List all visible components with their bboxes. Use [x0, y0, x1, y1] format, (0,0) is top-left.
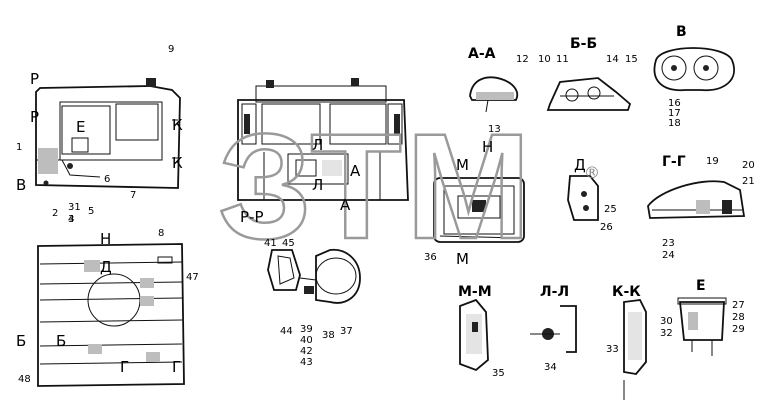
callout-label-43: 43 [300, 357, 313, 368]
callout-label-35: 35 [492, 368, 505, 379]
callout-label-4: 4 [68, 214, 74, 225]
callout-label-36: 36 [424, 252, 437, 263]
cab-side-view [35, 78, 181, 189]
callout-label-17: 17 [668, 108, 681, 119]
callout-label-33: 33 [606, 344, 619, 355]
callout-label-8: 8 [158, 228, 164, 239]
callout-label-a2: А [340, 196, 351, 214]
callout-label-d1: Д [574, 156, 586, 174]
callout-label-a1: А [350, 162, 361, 180]
callout-label-pp: Р-Р [240, 208, 264, 226]
callout-label-b2: Б [56, 332, 66, 350]
callout-label-11: 11 [556, 54, 569, 65]
callout-label-ll: Л-Л [540, 284, 569, 300]
callout-label-3: 3 [68, 214, 74, 225]
callout-label-13: 13 [488, 124, 501, 135]
callout-label-5: 5 [88, 206, 94, 217]
roof-panel-view [37, 243, 185, 387]
registered-mark: ® [584, 163, 600, 182]
callout-label-1: 1 [16, 142, 22, 153]
callout-label-n2: Н [100, 230, 111, 248]
callout-label-20: 20 [742, 160, 755, 171]
section-k-k-detail [623, 299, 647, 400]
callout-label-e1: Е [76, 118, 85, 136]
callout-label-6: 6 [104, 174, 110, 185]
callout-label-2: 2 [52, 208, 58, 219]
callout-label-41: 41 [264, 238, 277, 249]
callout-label-v1: В [16, 176, 26, 194]
callout-label-n1: Н [482, 138, 493, 156]
callout-label-d2: Д [100, 258, 112, 276]
callout-label-mm: М-М [458, 284, 492, 300]
callout-label-24: 24 [662, 250, 675, 261]
section-l-l-detail [530, 305, 577, 353]
callout-label-p2: Р [30, 108, 39, 126]
callout-label-l1: Л [312, 136, 323, 154]
callout-label-e2: Е [696, 278, 706, 294]
section-a-a-detail [469, 76, 519, 113]
cab-front-view [237, 78, 409, 201]
callout-label-aa: А-А [468, 46, 496, 62]
callout-label-g2: Г [172, 358, 181, 376]
callout-label-42: 42 [300, 346, 313, 357]
watermark-text: ЗТМ [218, 102, 535, 270]
callout-label-37: 37 [340, 326, 353, 337]
callout-label-l2: Л [312, 176, 323, 194]
section-g-g-detail [647, 180, 746, 219]
callout-label-44: 44 [280, 326, 293, 337]
callout-label-b1: Б [16, 332, 26, 350]
hatch-detail [433, 177, 525, 243]
mirror-assembly [267, 248, 361, 304]
callout-label-31: 31 [68, 202, 81, 213]
callout-label-23: 23 [662, 238, 675, 249]
callout-label-bb: Б-Б [570, 36, 597, 52]
callout-label-28: 28 [732, 312, 745, 323]
callout-label-40: 40 [300, 335, 313, 346]
callout-label-48: 48 [18, 374, 31, 385]
callout-label-10: 10 [538, 54, 551, 65]
callout-label-19: 19 [706, 156, 719, 167]
callout-label-k1: К [172, 116, 183, 134]
callout-label-gg: Г-Г [662, 154, 686, 170]
callout-label-m2: М [456, 250, 469, 268]
callout-label-12: 12 [516, 54, 529, 65]
callout-label-9: 9 [168, 44, 174, 55]
section-b-b-detail [546, 77, 632, 111]
section-m-m-detail [459, 298, 489, 372]
view-v-lamp-pair [653, 47, 735, 92]
callout-label-7: 7 [130, 190, 136, 201]
callout-label-26: 26 [600, 222, 613, 233]
callout-label-g1: Г [120, 358, 129, 376]
callout-label-18: 18 [668, 118, 681, 129]
callout-label-45: 45 [282, 238, 295, 249]
callout-label-34: 34 [544, 362, 557, 373]
callout-label-16: 16 [668, 98, 681, 109]
callout-label-29: 29 [732, 324, 745, 335]
callout-label-15: 15 [625, 54, 638, 65]
detail-d-bracket [567, 175, 599, 221]
callout-label-39: 39 [300, 324, 313, 335]
callout-label-38: 38 [322, 330, 335, 341]
callout-label-v2: В [676, 24, 687, 40]
callout-label-27: 27 [732, 300, 745, 311]
callout-label-32: 32 [660, 328, 673, 339]
detail-e-switch [677, 297, 727, 356]
callout-label-kk: К-К [612, 284, 641, 300]
callout-label-30: 30 [660, 316, 673, 327]
callout-label-47: 47 [186, 272, 199, 283]
callout-label-21: 21 [742, 176, 755, 187]
callout-label-p1: Р [30, 70, 39, 88]
callout-label-25: 25 [604, 204, 617, 215]
callout-label-m1: М [456, 156, 469, 174]
callout-label-14: 14 [606, 54, 619, 65]
callout-label-k2: К [172, 154, 183, 172]
